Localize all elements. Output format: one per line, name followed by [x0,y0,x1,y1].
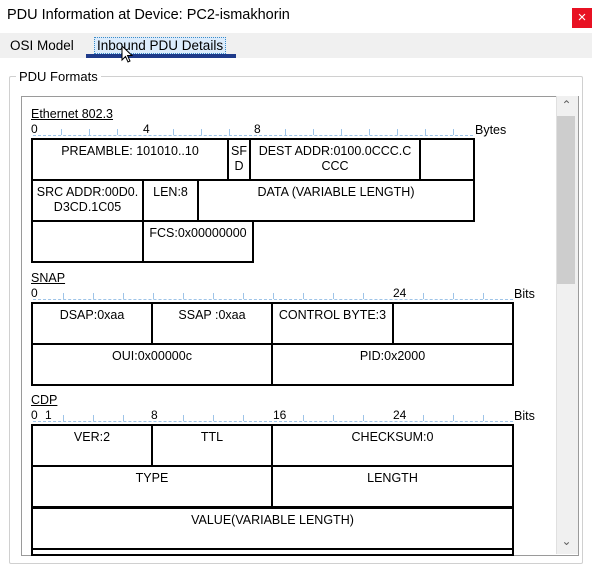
scroll-down-icon[interactable]: ⌄ [561,534,572,548]
eth-fcs-field: FCS:0x00000000 [142,220,254,263]
eth-empty-field [31,220,144,263]
snap-section-title: SNAP [31,271,66,285]
pdu-formats-label: PDU Formats [16,69,101,84]
cdp-section-title: CDP [31,393,58,407]
pdu-formats-group [9,76,583,564]
eth-empty-field [419,138,475,181]
close-button[interactable]: × [572,8,592,28]
ruler-label: 24 [393,408,407,422]
scrollbar-thumb[interactable] [557,116,575,284]
mouse-cursor-icon [121,45,134,63]
ruler-label: 4 [143,122,150,136]
snap-oui-field: OUI:0x00000c [31,343,273,386]
cdp-next-row-partial [31,548,514,556]
window-title: PDU Information at Device: PC2-ismakhori… [7,7,290,23]
scroll-up-icon[interactable]: ⌃ [561,98,572,112]
cdp-value-field: VALUE(VARIABLE LENGTH) [31,507,514,550]
cdp-length-field: LENGTH [271,465,514,508]
ethernet-section-title: Ethernet 802.3 [31,107,114,121]
ruler-label: 0 [31,286,38,300]
eth-sfd-field: SF D [227,138,251,181]
eth-data-field: DATA (VARIABLE LENGTH) [197,179,475,222]
tab-inbound-pdu-details[interactable]: Inbound PDU Details [94,37,227,54]
snap-ssap-field: SSAP :0xaa [151,302,273,345]
snap-dsap-field: DSAP:0xaa [31,302,153,345]
eth-len-field: LEN:8 [142,179,199,222]
snap-control-field: CONTROL BYTE:3 [271,302,394,345]
ruler-label: 8 [151,408,158,422]
ruler-label: 0 [31,122,38,136]
snap-empty-field [392,302,514,345]
active-tab-indicator [86,54,236,58]
eth-src-addr-field: SRC ADDR:00D0. D3CD.1C05 [31,179,144,222]
snap-bit-ruler: 0 24 [31,286,513,300]
ethernet-byte-ruler: 0 4 8 [31,122,473,136]
ruler-label: 1 [45,408,52,422]
title-bar [0,0,592,32]
ruler-label: 8 [254,122,261,136]
snap-unit-label: Bits [514,287,535,301]
cdp-ver-field: VER:2 [31,424,153,467]
ruler-label: 24 [393,286,407,300]
ethernet-unit-label: Bytes [475,123,507,137]
cdp-bit-ruler: 0 1 8 16 24 [31,408,513,422]
eth-dest-addr-field: DEST ADDR:0100.0CCC.C CCC [249,138,421,181]
eth-preamble-field: PREAMBLE: 101010..10 [31,138,229,181]
ruler-label: 16 [273,408,287,422]
cdp-ttl-field: TTL [151,424,273,467]
cdp-unit-label: Bits [514,409,535,423]
cdp-checksum-field: CHECKSUM:0 [271,424,514,467]
ruler-label: 0 [31,408,38,422]
tab-osi-model[interactable]: OSI Model [10,38,74,53]
snap-pid-field: PID:0x2000 [271,343,514,386]
cdp-type-field: TYPE [31,465,273,508]
